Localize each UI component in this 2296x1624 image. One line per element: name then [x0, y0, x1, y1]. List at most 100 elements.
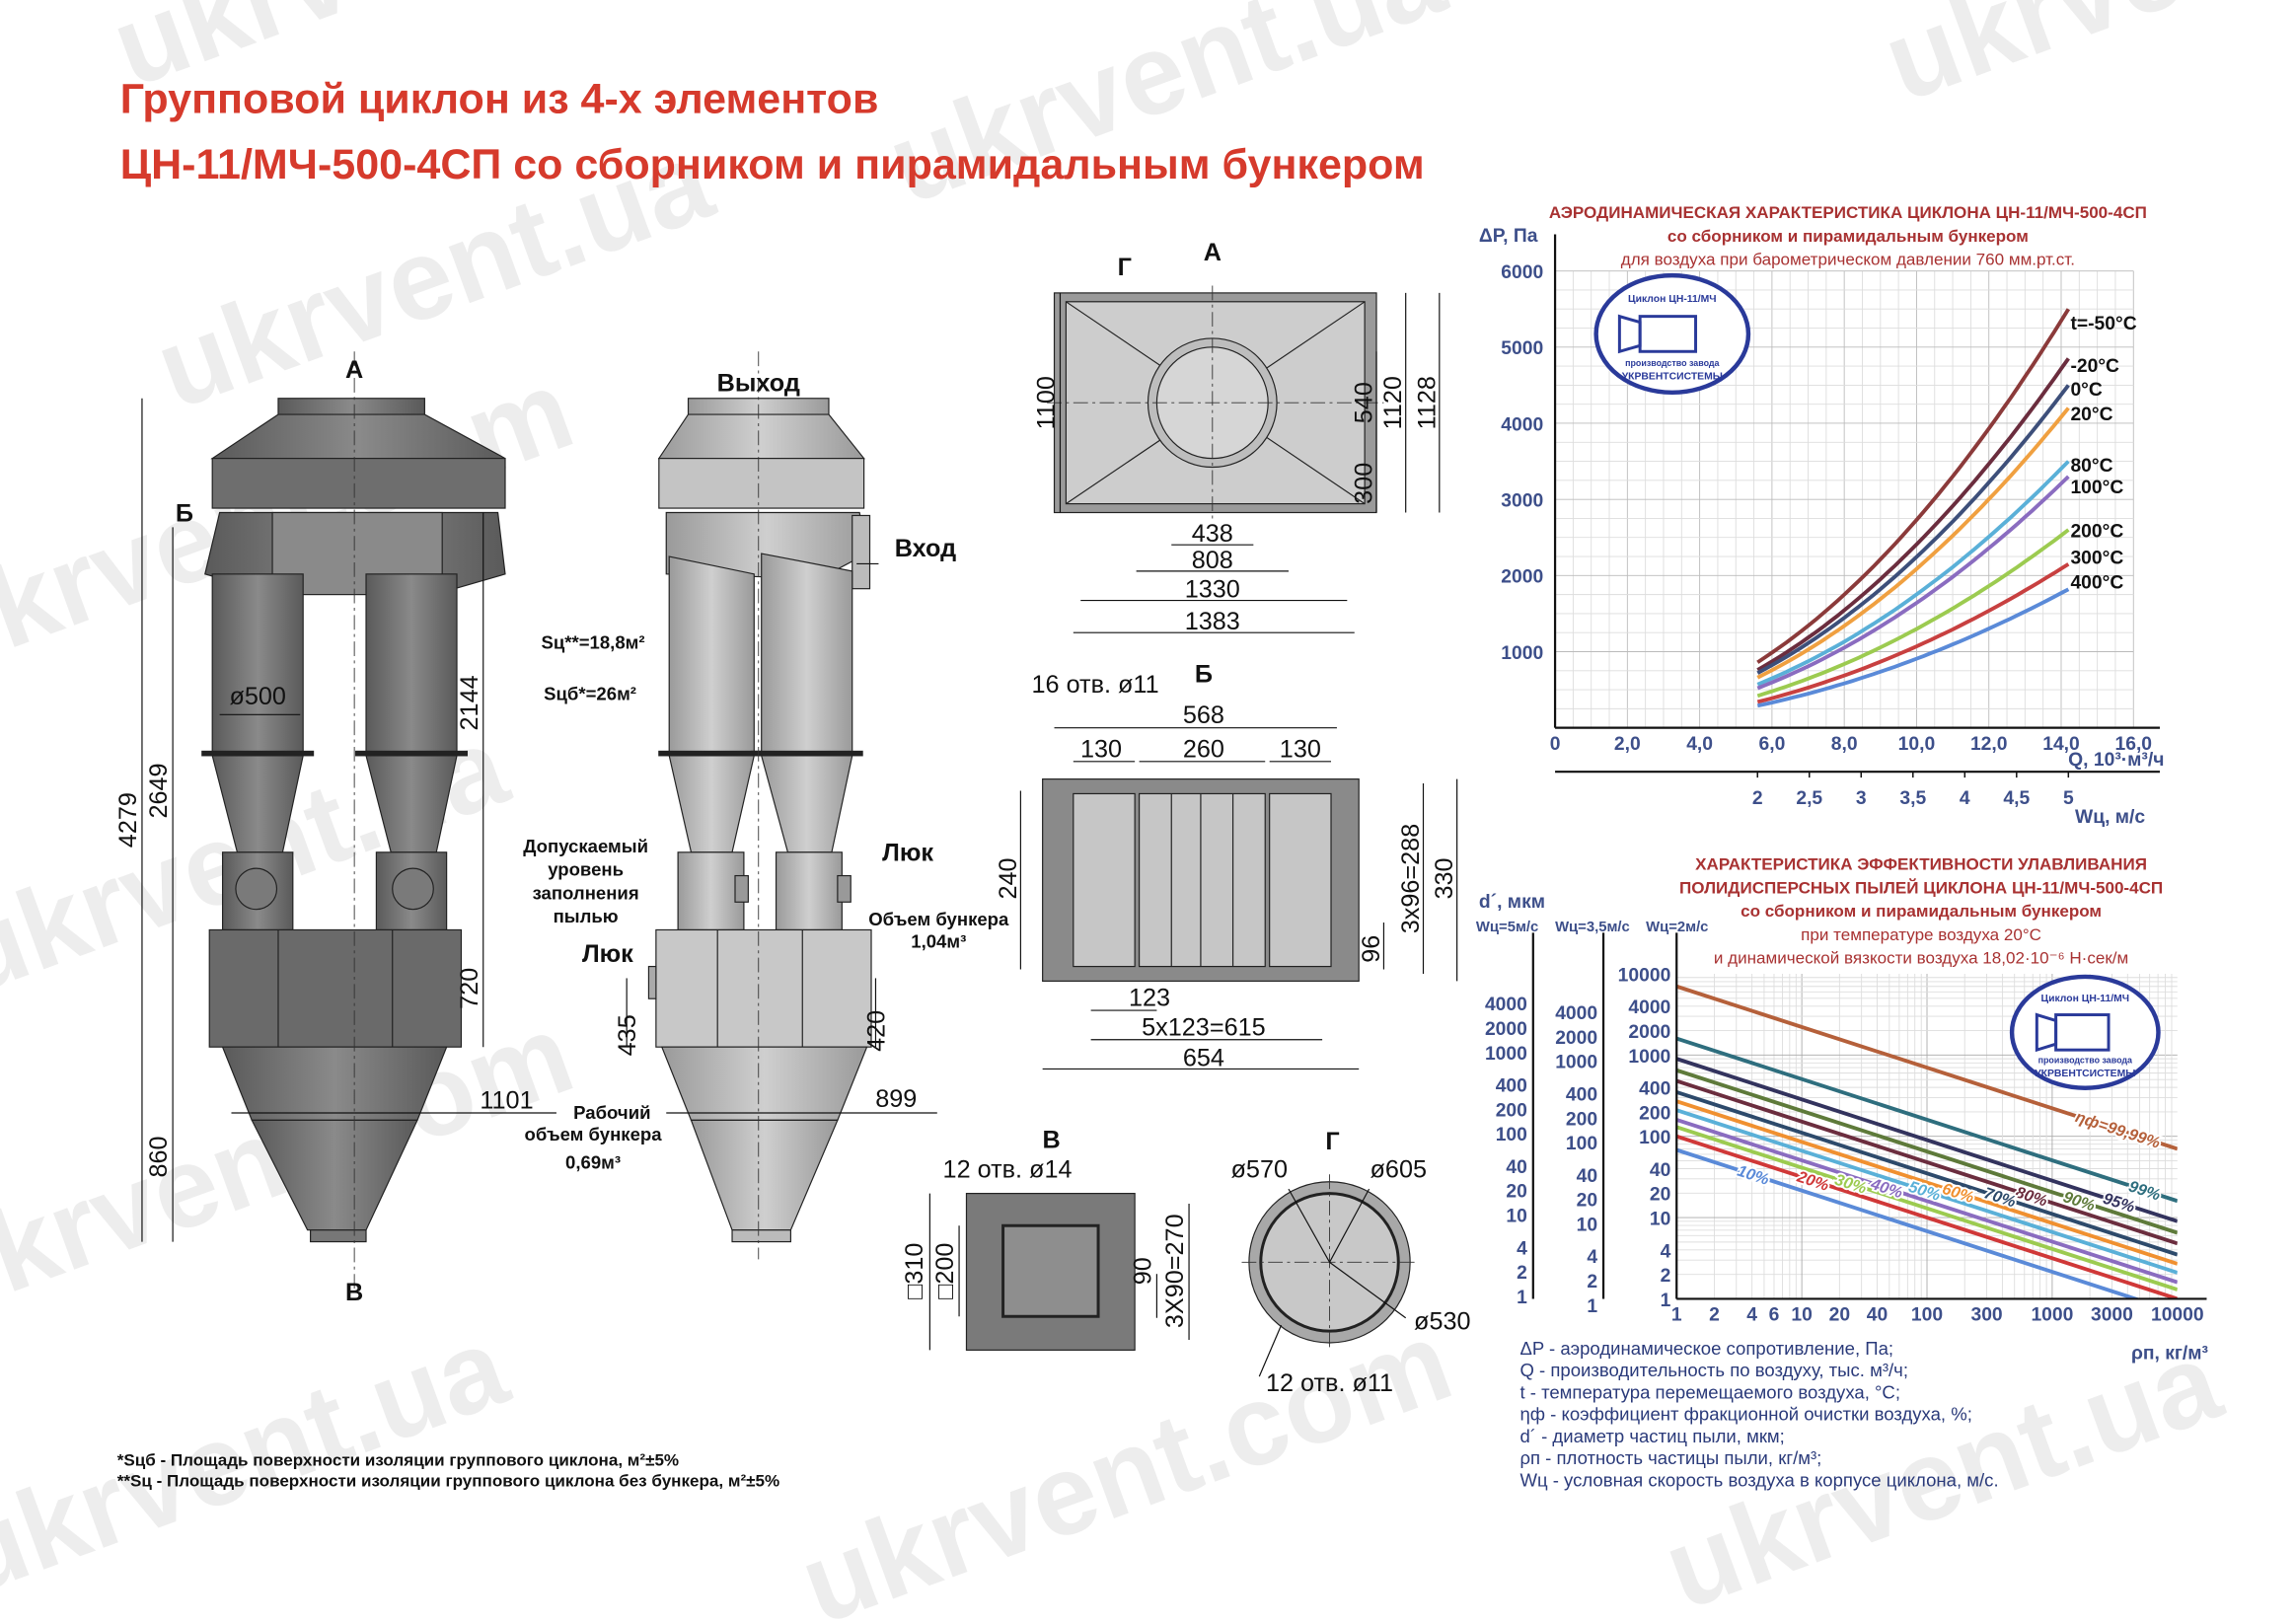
dim-654: 654 — [1183, 1044, 1224, 1071]
aux-y-tick-label: 400 — [1566, 1084, 1597, 1105]
curve-80C — [1756, 460, 2070, 687]
dim-420: 420 — [862, 1010, 890, 1052]
efficiency-line-99 — [1676, 1036, 2178, 1204]
dim-sq200: □200 — [931, 1243, 959, 1299]
view-marker-v: В — [345, 1279, 363, 1306]
aux-y-tick-label: 1000 — [1555, 1053, 1597, 1073]
surface-area-with-bunker: Sцб*=26м² — [544, 683, 636, 703]
aux-y-tick-label: 200 — [1496, 1100, 1527, 1121]
y-tick-label: 2000 — [1628, 1022, 1670, 1043]
aux-y-tick-label: 100 — [1496, 1125, 1527, 1145]
view-marker-b: Б — [176, 499, 193, 527]
dim-540: 540 — [1351, 382, 1378, 423]
dim-130: 130 — [1080, 735, 1122, 763]
dim-1100: 1100 — [1033, 376, 1061, 429]
y-tick-label: 4000 — [1501, 414, 1543, 435]
efficiency-line-label: 30% — [1832, 1171, 1869, 1198]
dim-96: 96 — [1358, 935, 1385, 963]
dim-1128: 1128 — [1413, 376, 1441, 429]
y-tick-label: 200 — [1639, 1103, 1670, 1124]
y-tick-label: 2 — [1661, 1266, 1671, 1287]
front-view-dimensions: 4279 2649 860 2144 720 1101 ø500 А Б В — [114, 351, 556, 1306]
side-view-drawing — [647, 398, 872, 1243]
dim-123: 123 — [1129, 985, 1170, 1012]
aux-y-tick-label: 40 — [1577, 1166, 1597, 1187]
x-tick-label: 6,0 — [1758, 734, 1785, 755]
x2-tick-label: 2 — [1752, 788, 1763, 809]
y-tick-label: 4000 — [1628, 997, 1670, 1018]
aux-y-tick-label: 1 — [1517, 1288, 1527, 1308]
aux-y-tick-label: 10 — [1577, 1215, 1597, 1235]
page-title-line2: ЦН-11/МЧ-500-4СП со сборником и пирамида… — [120, 141, 1425, 188]
dim-300: 300 — [1351, 463, 1378, 504]
aux-y-tick-label: 4 — [1587, 1247, 1597, 1268]
efficiency-line-label: 60% — [1940, 1180, 1976, 1207]
curve-label: 20°C — [2070, 405, 2112, 425]
holes-label: 12 отв. ø11 — [1266, 1369, 1393, 1397]
aux-y-tick-label: 200 — [1566, 1109, 1597, 1130]
logo-text: производство завода — [2038, 1056, 2132, 1066]
view-v-title: В — [1042, 1127, 1060, 1154]
hatch-label: Люк — [582, 940, 633, 968]
dim-body-height: 2649 — [145, 763, 173, 818]
aux-y-tick-label: 100 — [1566, 1134, 1597, 1154]
efficiency-line-label: 50% — [1906, 1178, 1943, 1205]
efficiency-line-60 — [1676, 1099, 2178, 1266]
view-v-dimensions: В 12 отв. ø14 □310 □200 90 3Х90=270 — [901, 1127, 1190, 1351]
dim-899: 899 — [875, 1085, 917, 1113]
dim-sq310: □310 — [901, 1243, 928, 1299]
y-tick-label: 6000 — [1501, 262, 1543, 283]
watermark: ukrvent.ua — [872, 0, 1460, 228]
view-g-title: Г — [1325, 1128, 1339, 1155]
curve-label: 300°C — [2070, 548, 2123, 568]
footnote: **Sц - Площадь поверхности изоляции груп… — [117, 1471, 779, 1490]
efficiency-line-80 — [1676, 1078, 2178, 1246]
y-tick-label: 3000 — [1501, 491, 1543, 512]
fill-level-label: заполнения — [533, 882, 639, 903]
x-tick-label: 10,0 — [1898, 734, 1936, 755]
curve-label: 80°C — [2070, 456, 2112, 477]
x2-tick-label: 5 — [2063, 788, 2074, 809]
view-b-drawing — [1042, 778, 1360, 983]
dim-615: 5х123=615 — [1142, 1013, 1266, 1041]
chart2-subtitle3: и динамической вязкости воздуха 18,02·10… — [1714, 949, 2128, 968]
legend-item: Wц - условная скорость воздуха в корпусе… — [1519, 1469, 1998, 1490]
view-marker-a: А — [345, 356, 363, 384]
logo-text: УКРВЕНТСИСТЕМЫ — [2035, 1069, 2135, 1079]
view-a-dimensions: А Г 1100 540 300 1120 1128 438 808 1330 … — [1033, 239, 1442, 635]
work-volume-label: объем бункера — [525, 1124, 663, 1144]
efficiency-line-20 — [1676, 1134, 2178, 1299]
chart1-x2label: Wц, м/с — [2075, 807, 2145, 828]
dim-cylinder-height: 2144 — [456, 675, 483, 730]
x2-tick-label: 4,5 — [2003, 788, 2030, 809]
x-tick-label: 10000 — [2151, 1305, 2204, 1326]
bunker-volume-value: 1,04м³ — [911, 930, 966, 951]
x2-tick-label: 2,5 — [1796, 788, 1822, 809]
curve-400C — [1756, 587, 2070, 708]
factory-logo: Циклон ЦН-11/МЧ производство завода УКРВ… — [1593, 272, 1751, 396]
aux-y-tick-label: 4000 — [1555, 1003, 1597, 1024]
view-v-drawing — [965, 1193, 1136, 1351]
aux-axis-label: Wц=5м/с — [1476, 920, 1538, 935]
aux-y-tick-label: 2 — [1587, 1272, 1597, 1292]
curve-t-50C — [1756, 308, 2071, 664]
legend-item: ηф - коэффициент фракционной очистки воз… — [1519, 1404, 1971, 1425]
curve-20C — [1756, 406, 2070, 680]
curve-300C — [1756, 562, 2070, 704]
curve-label: 100°C — [2070, 478, 2123, 498]
legend-item: ΔP - аэродинамическое сопротивление, Па; — [1519, 1338, 1893, 1359]
aux-y-tick-label: 400 — [1496, 1076, 1527, 1097]
curve-label: 200°C — [2070, 522, 2123, 543]
x-tick-label: 3000 — [2091, 1305, 2133, 1326]
x-tick-label: 0 — [1550, 734, 1561, 755]
dim-d605: ø605 — [1370, 1155, 1427, 1183]
aerodynamic-chart: АЭРОДИНАМИЧЕСКАЯ ХАРАКТЕРИСТИКА ЦИКЛОНА … — [1479, 203, 2165, 828]
y-tick-label: 4 — [1661, 1241, 1671, 1262]
work-volume-value: 0,69м³ — [565, 1151, 621, 1172]
view-b-dimensions: Б 16 отв. ø11 568 130 260 130 240 3х96=2… — [995, 661, 1458, 1072]
watermark: ukrvent.com — [1868, 0, 2296, 125]
x-tick-label: 16,0 — [2115, 734, 2153, 755]
y-tick-label: 10 — [1650, 1210, 1670, 1230]
x-tick-label: 4,0 — [1686, 734, 1713, 755]
fill-level-label: пылью — [554, 906, 619, 926]
